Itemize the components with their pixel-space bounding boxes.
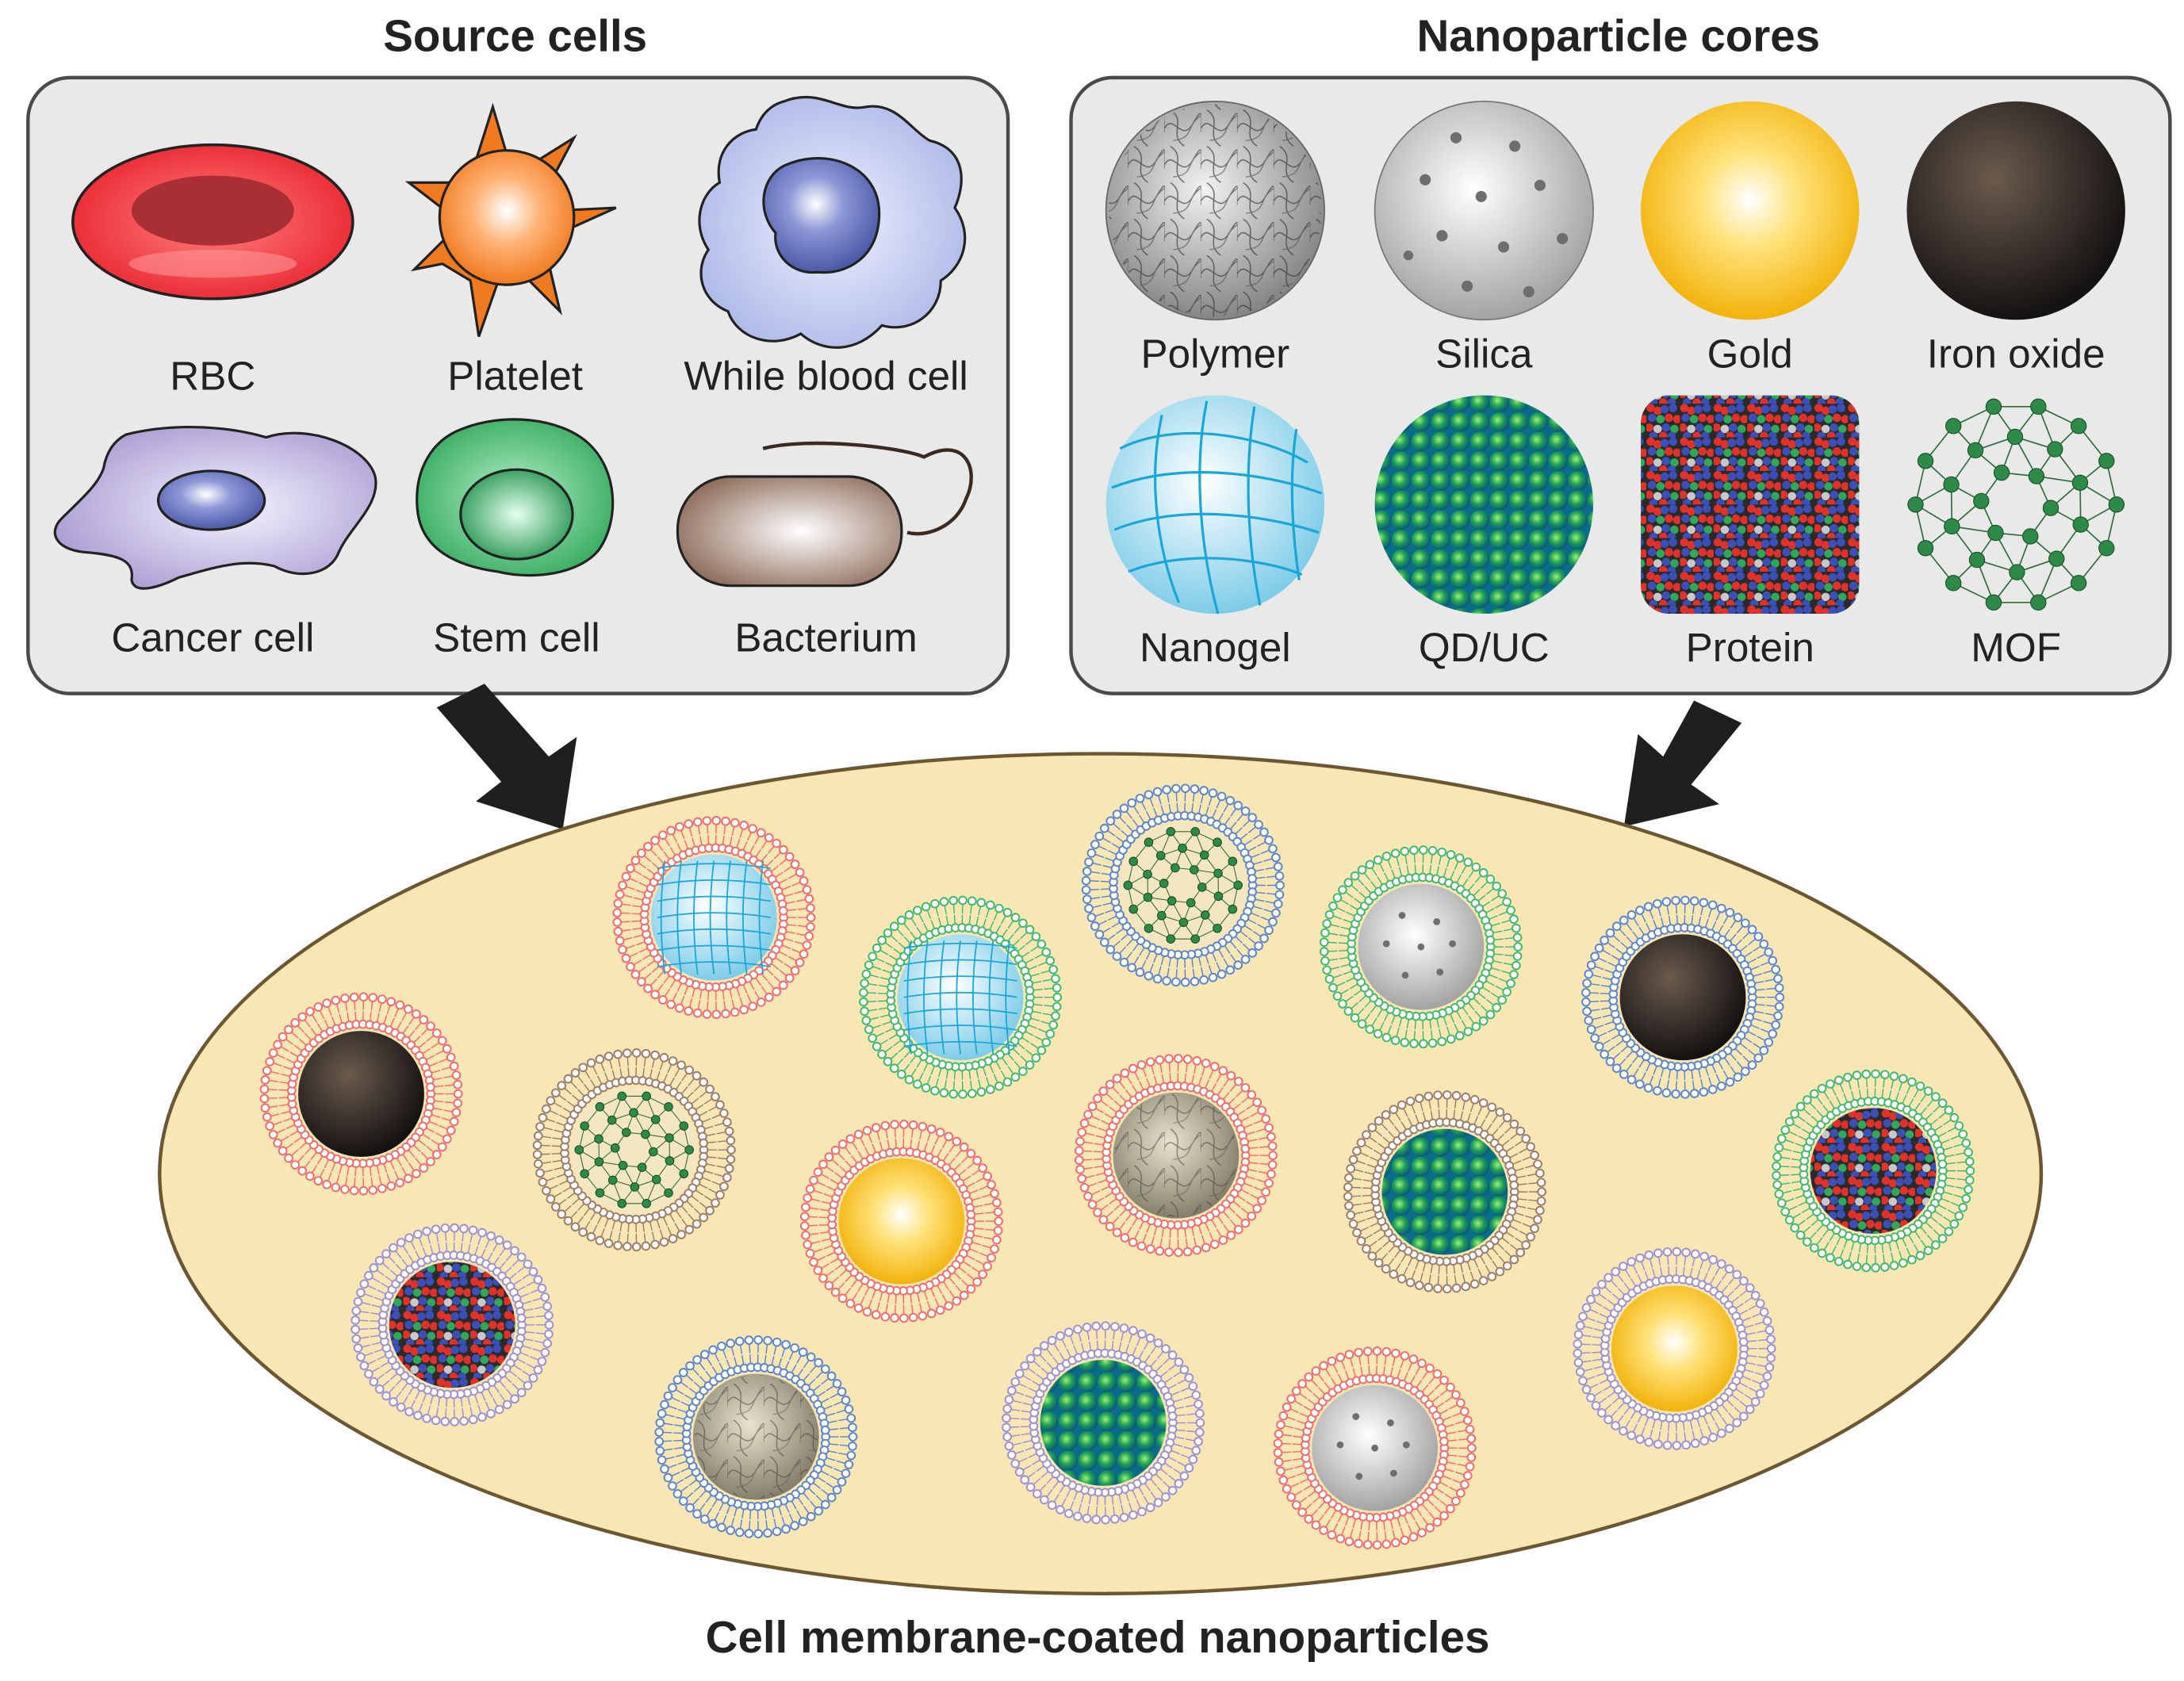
mof-label: MOF [1971, 625, 2061, 670]
platelet-label: Platelet [447, 354, 583, 399]
source-cells-title: Source cells [383, 10, 647, 60]
result-title: Cell membrane-coated nanoparticles [706, 1612, 1490, 1662]
bacterium-mof-particle [532, 1048, 736, 1252]
cancer-cell-icon [53, 426, 377, 590]
polymer-core-icon [1105, 100, 1325, 321]
polymer-label: Polymer [1140, 331, 1289, 376]
nanoparticle-cores-title: Nanoparticle cores [1417, 10, 1821, 60]
white-blood-cell-icon [698, 95, 967, 349]
silica-label: Silica [1435, 331, 1533, 376]
iron-oxide-core-icon [1906, 101, 2125, 320]
rbc-silica-particle [1273, 1346, 1477, 1550]
silica-core-icon [1374, 100, 1594, 321]
stem-cell-label: Stem cell [433, 615, 600, 661]
iron-oxide-label: Iron oxide [1927, 331, 2105, 376]
stem-nanogel-particle [859, 895, 1063, 1099]
stem-silica-particle [1319, 845, 1523, 1049]
rbc-nanogel-particle [612, 816, 816, 1020]
wbc-mof-particle [1081, 783, 1285, 987]
wbc-label: While blood cell [684, 354, 968, 399]
nanogel-mesh [1111, 400, 1323, 615]
rbc-polymer-particle [1074, 1054, 1278, 1258]
wbc-polymer-particle [654, 1335, 858, 1539]
arrow-right-icon [1623, 700, 1742, 827]
protein-label: Protein [1686, 625, 1814, 670]
nanogel-core-icon [1105, 395, 1325, 615]
arrow-left-icon [436, 684, 577, 829]
bacterium-label: Bacterium [734, 615, 917, 661]
rbc-icon [71, 143, 354, 301]
coated-nanoparticles-group [259, 783, 1975, 1550]
cancer-qd-particle [1002, 1321, 1205, 1525]
nanoparticle-cores-panel [1069, 75, 2172, 695]
cancer-gold-particle [1573, 1246, 1776, 1450]
platelet-icon [404, 102, 617, 337]
stem-protein-particle [1772, 1069, 1975, 1273]
qd-uc-label: QD/UC [1419, 625, 1550, 670]
qd-uc-core-icon [1374, 395, 1594, 615]
rbc-iron-particle [259, 992, 463, 1196]
cancer-cell-label: Cancer cell [111, 615, 314, 661]
gold-core-icon [1641, 101, 1860, 320]
nanogel-label: Nanogel [1140, 625, 1291, 670]
bacterium-icon [676, 441, 973, 588]
bacterium-qd-particle [1343, 1090, 1546, 1294]
cancer-protein-particle [351, 1223, 554, 1426]
protein-core-icon [1641, 395, 1860, 615]
mof-core-icon [1907, 398, 2125, 611]
rbc-gold-particle [799, 1120, 1003, 1323]
wbc-iron-particle [1581, 895, 1785, 1099]
silica-pores [1403, 132, 1569, 298]
gold-label: Gold [1707, 331, 1793, 376]
stem-cell-icon [416, 418, 615, 577]
rbc-label: RBC [170, 354, 255, 399]
